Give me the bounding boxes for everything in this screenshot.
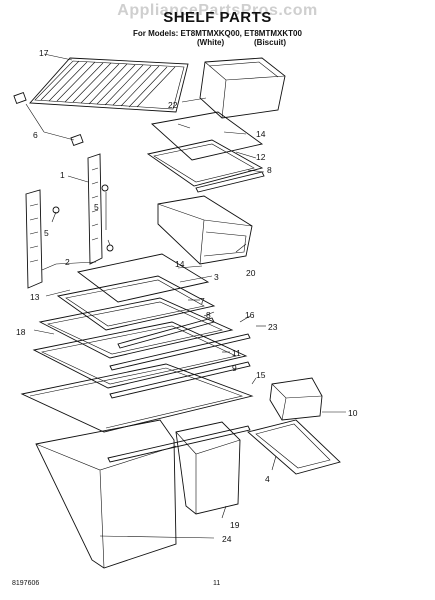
variant-biscuit: (Biscuit)	[254, 38, 286, 47]
callout-24: 24	[222, 534, 232, 544]
watermark: AppliancePartsPros.com	[117, 2, 318, 19]
callout-15: 15	[256, 370, 266, 380]
page-title: SHELF PARTS	[163, 9, 272, 26]
callout-13: 13	[30, 292, 40, 302]
variant-white: (White)	[197, 38, 225, 47]
meat-drawer-part	[157, 195, 253, 265]
callout-2: 2	[65, 257, 70, 267]
callout-18: 18	[16, 327, 26, 337]
callout-23: 23	[268, 322, 278, 332]
callout-7: 7	[200, 296, 205, 306]
wire-shelf-part	[29, 57, 189, 113]
callout-12: 12	[256, 152, 266, 162]
shelf-support-part	[13, 91, 84, 147]
callout-3: 3	[214, 272, 219, 282]
callout-19: 19	[230, 520, 240, 530]
crisper-drawers-part	[35, 419, 241, 569]
callout-16: 16	[245, 310, 255, 320]
glass-shelf-lower-part	[20, 253, 254, 463]
callout-5-left: 5	[44, 228, 49, 238]
dairy-bin-part	[199, 57, 286, 119]
callout-20: 20	[246, 268, 256, 278]
footer-part-number: 8197606	[12, 580, 40, 587]
callout-5-upper: 5	[94, 202, 99, 212]
crisper-cover-frame-part	[146, 139, 265, 193]
callout-22: 22	[168, 100, 178, 110]
callout-8-lower: 8	[206, 310, 211, 320]
callout-11: 11	[232, 348, 241, 358]
callout-17: 17	[39, 48, 49, 58]
glass-shelf-upper-part	[151, 111, 264, 161]
footer-page-number: 11	[213, 580, 221, 587]
door-bin-part	[247, 377, 341, 475]
callout-10: 10	[348, 408, 358, 418]
callout-9: 9	[232, 363, 237, 373]
callout-8-upper: 8	[267, 165, 272, 175]
callout-6: 6	[33, 130, 38, 140]
callout-4: 4	[265, 474, 270, 484]
callout-1: 1	[60, 170, 65, 180]
shelf-rails-part	[25, 153, 114, 289]
callout-14-lower: 14	[175, 259, 185, 269]
models-line: For Models: ET8MTMXKQ00, ET8MTMXKT00	[133, 29, 302, 38]
callout-14-upper: 14	[256, 129, 266, 139]
